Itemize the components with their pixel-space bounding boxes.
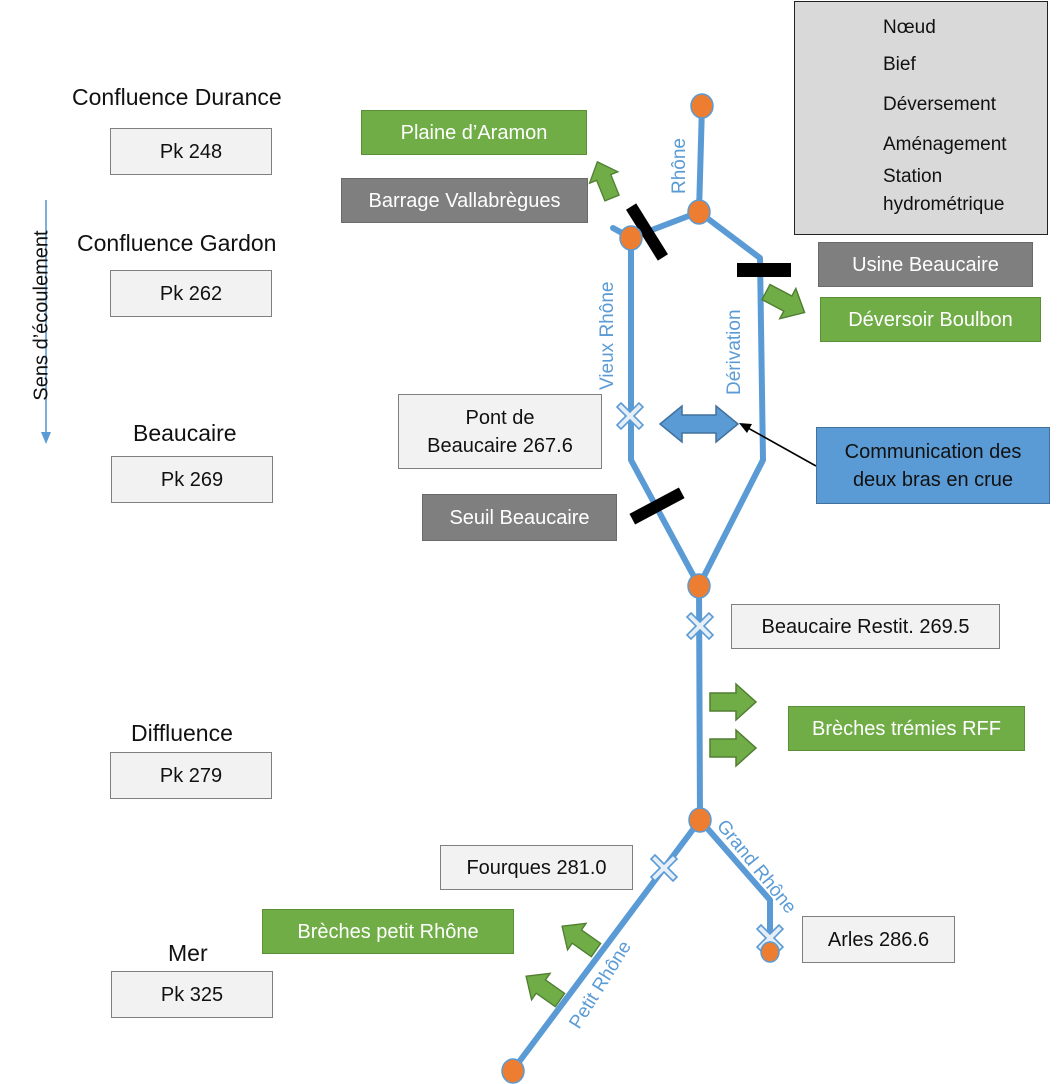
legend-overflow-label: Déversement xyxy=(883,94,996,115)
pk-title-mer: Mer xyxy=(168,940,208,966)
overflow-box-deversoir-boulbon: Déversoir Boulbon xyxy=(820,297,1041,342)
reach-vieux-rhone xyxy=(628,235,702,589)
node-rhone-top xyxy=(690,93,714,119)
flow-direction-arrow xyxy=(41,200,51,444)
legend-station-label-2: hydrométrique xyxy=(883,194,1005,215)
node-arles xyxy=(760,941,780,963)
station-fourques-marker xyxy=(650,854,678,882)
structure-box-seuil-beaucaire: Seuil Beaucaire xyxy=(422,494,617,541)
pk-box-269: Pk 269 xyxy=(111,456,273,503)
node-diffluence xyxy=(688,807,712,833)
legend-structure-label: Aménagement xyxy=(883,134,1007,155)
nodes xyxy=(501,93,780,1084)
node-split-upper xyxy=(687,199,711,225)
node-sea xyxy=(501,1058,525,1084)
communication-pointer xyxy=(739,423,817,467)
station-pont-beaucaire-line2: Beaucaire 267.6 xyxy=(427,434,573,457)
reach-derivation xyxy=(696,209,766,589)
legend-station-label-1: Station xyxy=(883,166,943,187)
label-vieux-rhone: Vieux Rhône xyxy=(597,282,618,390)
pk-box-279: Pk 279 xyxy=(110,752,272,799)
pk-title-diffluence: Diffluence xyxy=(131,720,233,746)
legend-reach-label: Bief xyxy=(883,54,916,75)
structure-barrage-vallabregues xyxy=(626,203,668,261)
structure-box-barrage-vallabregues: Barrage Vallabrègues xyxy=(341,178,588,223)
structure-box-usine-beaucaire: Usine Beaucaire xyxy=(818,242,1033,287)
flow-direction-label: Sens d’écoulement xyxy=(30,230,53,401)
pk-box-325: Pk 325 xyxy=(111,971,273,1018)
overflow-box-plaine-aramon: Plaine d’Aramon xyxy=(361,110,587,155)
station-box-pont-beaucaire: Pont de Beaucaire 267.6 xyxy=(398,394,602,469)
overflow-arrow-tremies-2 xyxy=(709,729,757,767)
label-derivation: Dérivation xyxy=(724,309,745,395)
communication-double-arrow xyxy=(658,404,740,444)
station-box-beaucaire-restit: Beaucaire Restit. 269.5 xyxy=(731,604,1000,649)
overflow-box-breches-tremies: Brèches trémies RFF xyxy=(788,706,1025,751)
legend-node-label: Nœud xyxy=(883,17,936,38)
communication-line1: Communication des xyxy=(844,440,1022,463)
overflow-box-breches-petit-rhone: Brèches petit Rhône xyxy=(262,909,514,954)
structures xyxy=(626,203,791,525)
river-reaches xyxy=(510,103,773,1073)
overflow-arrow-aramon xyxy=(582,155,627,205)
label-rhone: Rhône xyxy=(669,138,690,194)
overflow-arrow-tremies-1 xyxy=(709,683,757,721)
reach-grand-rhone xyxy=(697,817,773,951)
pk-title-durance: Confluence Durance xyxy=(72,84,282,110)
reach-rhone-upstream xyxy=(696,103,705,215)
node-vieux-rhone xyxy=(619,225,643,251)
pk-title-gardon: Confluence Gardon xyxy=(77,230,277,256)
overflow-arrow-boulbon xyxy=(757,276,814,329)
legend: Nœud Bief Déversement Aménagement Statio… xyxy=(794,1,1048,235)
pk-box-248: Pk 248 xyxy=(110,128,272,175)
pk-box-262: Pk 262 xyxy=(110,270,272,317)
communication-line2: deux bras en crue xyxy=(852,468,1014,491)
node-confluence-beaucaire xyxy=(687,573,711,599)
pk-title-beaucaire: Beaucaire xyxy=(133,420,237,446)
station-box-arles: Arles 286.6 xyxy=(802,916,955,963)
structure-seuil-beaucaire xyxy=(629,487,685,525)
station-pont-beaucaire-line1: Pont de xyxy=(465,406,535,429)
communication-box: Communication des deux bras en crue xyxy=(816,427,1050,504)
structure-usine-beaucaire xyxy=(737,263,791,277)
station-box-fourques: Fourques 281.0 xyxy=(440,845,633,890)
label-grand-rhone: Grand Rhône xyxy=(712,816,800,918)
